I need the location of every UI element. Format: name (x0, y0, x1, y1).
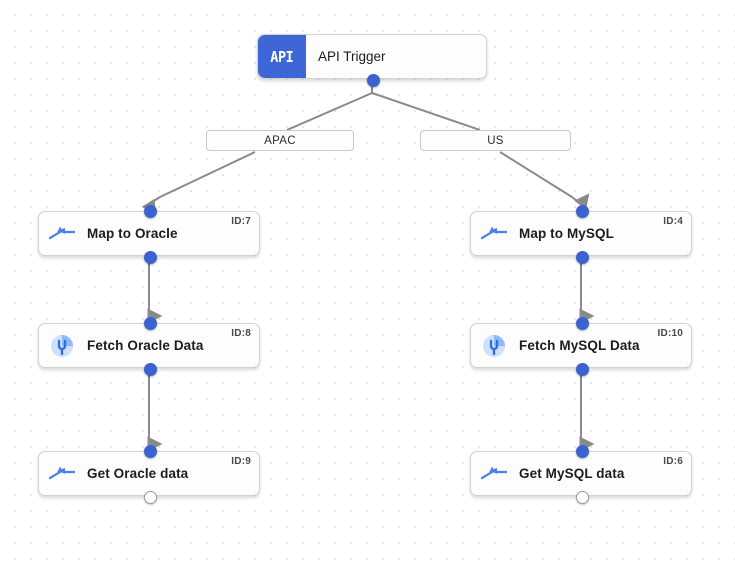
edge-trigger-to-apac (286, 92, 373, 131)
database-plug-icon (471, 324, 517, 367)
node-label: Get MySQL data (519, 466, 625, 481)
merge-arrows-icon (471, 212, 517, 255)
branch-label-us[interactable]: US (420, 130, 571, 151)
edge-apac-to-map-oracle (141, 151, 256, 216)
node-label: Map to MySQL (519, 226, 614, 241)
port-output-trigger[interactable] (367, 74, 380, 87)
node-get-mysql-data[interactable]: Get MySQL data ID:6 (470, 445, 692, 504)
port-output-open[interactable] (576, 491, 589, 504)
database-plug-icon (39, 324, 85, 367)
port-input[interactable] (576, 445, 589, 458)
node-id-label: ID:9 (231, 456, 251, 467)
port-output[interactable] (576, 251, 589, 264)
merge-arrows-icon (471, 452, 517, 495)
node-id-label: ID:8 (231, 328, 251, 339)
branch-label-us-text: US (487, 134, 504, 147)
node-label: Fetch Oracle Data (87, 338, 204, 353)
node-map-to-mysql[interactable]: Map to MySQL ID:4 (470, 205, 692, 264)
node-fetch-mysql-data[interactable]: Fetch MySQL Data ID:10 (470, 317, 692, 376)
node-fetch-oracle-data[interactable]: Fetch Oracle Data ID:8 (38, 317, 260, 376)
port-input[interactable] (144, 317, 157, 330)
port-output[interactable] (144, 251, 157, 264)
port-input[interactable] (576, 317, 589, 330)
edge-trigger-to-us (371, 92, 481, 131)
node-label: Fetch MySQL Data (519, 338, 640, 353)
node-label: Map to Oracle (87, 226, 178, 241)
port-output[interactable] (144, 363, 157, 376)
merge-arrows-icon (39, 452, 85, 495)
node-id-label: ID:4 (663, 216, 683, 227)
port-input[interactable] (576, 205, 589, 218)
node-api-trigger[interactable]: API API Trigger (257, 34, 487, 87)
node-id-label: ID:7 (231, 216, 251, 227)
node-id-label: ID:10 (657, 328, 683, 339)
edge-us-to-map-mysql (499, 151, 590, 210)
branch-label-apac-text: APAC (264, 134, 296, 147)
port-input[interactable] (144, 205, 157, 218)
api-badge-label: API (270, 47, 294, 66)
port-output-open[interactable] (144, 491, 157, 504)
node-id-label: ID:6 (663, 456, 683, 467)
api-badge-icon: API (258, 35, 306, 78)
node-map-to-oracle[interactable]: Map to Oracle ID:7 (38, 205, 260, 264)
port-input[interactable] (144, 445, 157, 458)
node-get-oracle-data[interactable]: Get Oracle data ID:9 (38, 445, 260, 504)
merge-arrows-icon (39, 212, 85, 255)
api-trigger-title: API Trigger (318, 49, 386, 64)
node-label: Get Oracle data (87, 466, 189, 481)
branch-label-apac[interactable]: APAC (206, 130, 354, 151)
port-output[interactable] (576, 363, 589, 376)
